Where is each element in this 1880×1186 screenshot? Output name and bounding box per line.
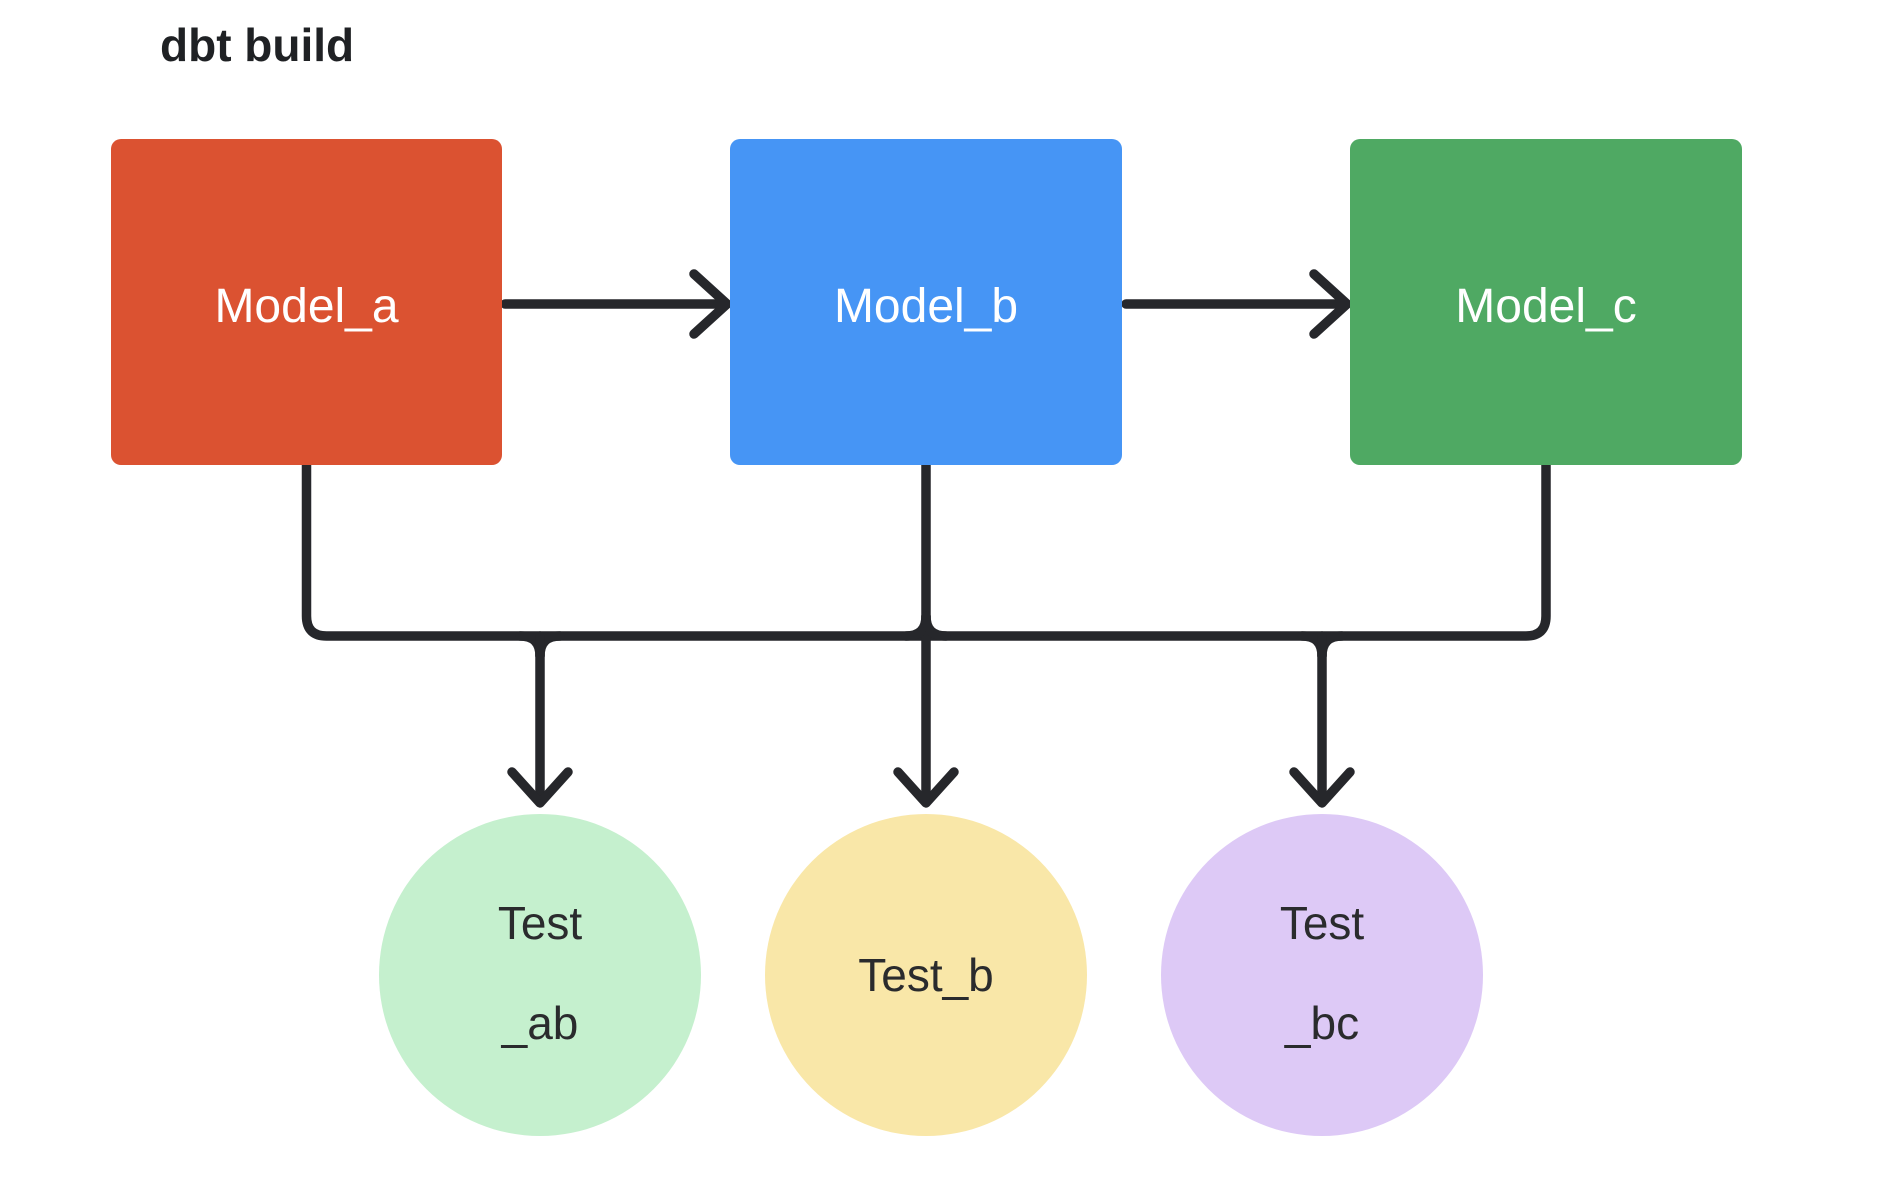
model-c-node bbox=[1350, 139, 1742, 465]
edge-bus-to-test-b-arrowhead-icon bbox=[893, 767, 959, 808]
edge-model-b-to-model-c-arrowhead-icon bbox=[1309, 269, 1352, 339]
test-bc-node bbox=[1161, 814, 1483, 1136]
edge-model-a-to-model-b-arrowhead-icon bbox=[689, 269, 732, 339]
model-b-node bbox=[730, 139, 1122, 465]
test-ab-label-line2: _ab bbox=[501, 997, 579, 1049]
bus-fillet-right-model-b bbox=[921, 611, 951, 641]
connector-lines bbox=[301, 269, 1551, 808]
edge-bus-to-test-bc-arrowhead-icon bbox=[1289, 767, 1355, 808]
test-nodes: Test _ab Test_b Test _bc bbox=[379, 814, 1483, 1136]
edge-bus-to-test-ab-arrowhead-icon bbox=[507, 767, 573, 808]
test-ab-label-line1: Test bbox=[498, 897, 583, 949]
model-a-label: Model_a bbox=[214, 280, 398, 333]
model-c-label: Model_c bbox=[1455, 280, 1636, 333]
test-bc-label-line1: Test bbox=[1280, 897, 1365, 949]
model-nodes: Model_a Model_b Model_c bbox=[111, 139, 1742, 465]
model-a-node bbox=[111, 139, 502, 465]
diagram-title: dbt build bbox=[160, 19, 354, 71]
test-bc-label-line2: _bc bbox=[1284, 997, 1359, 1049]
test-b-node bbox=[765, 814, 1087, 1136]
test-ab-node bbox=[379, 814, 701, 1136]
model-b-label: Model_b bbox=[834, 280, 1018, 333]
test-b-label: Test_b bbox=[858, 949, 994, 1001]
